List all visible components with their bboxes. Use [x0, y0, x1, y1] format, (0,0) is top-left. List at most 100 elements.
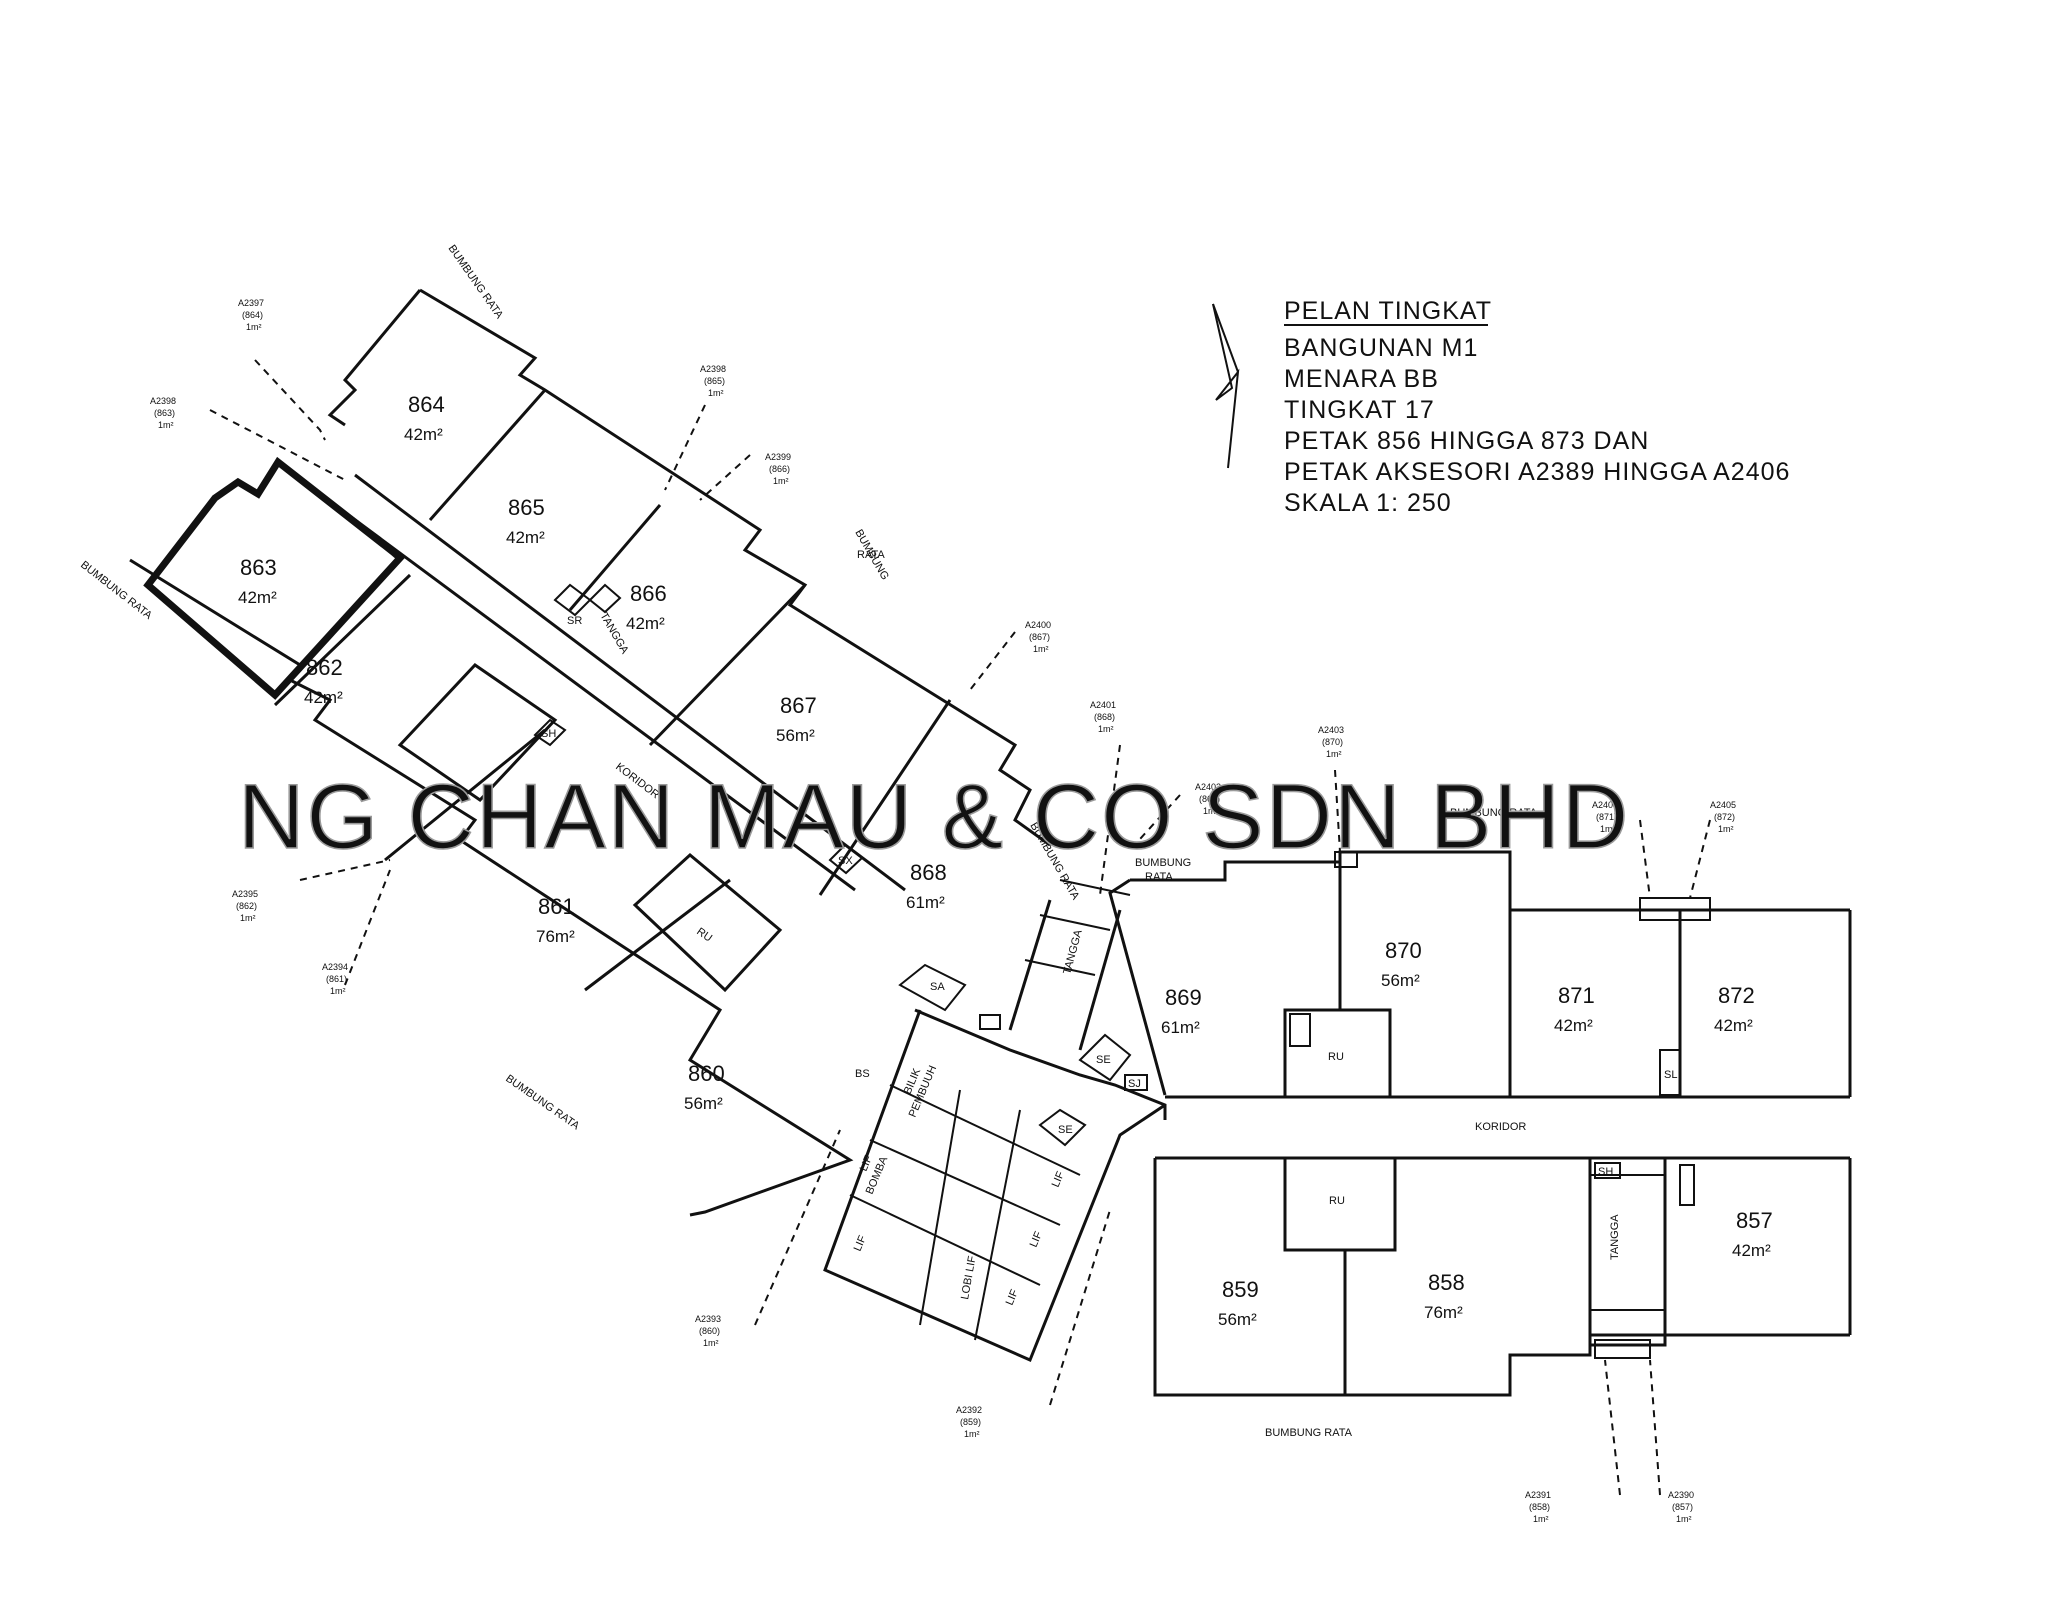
- lot-869-number: 869: [1165, 985, 1202, 1010]
- lot-870-area: 56m²: [1381, 971, 1420, 990]
- lot-859-number: 859: [1222, 1277, 1259, 1302]
- title-line-scale: SKALA 1: 250: [1284, 489, 1452, 517]
- acc-a2404-id: A2404: [1592, 800, 1618, 810]
- lot-868-area: 61m²: [906, 893, 945, 912]
- tangga-label-core: TANGGA: [1061, 928, 1085, 976]
- lot-858-area: 76m²: [1424, 1303, 1463, 1322]
- sx-label: SX: [838, 855, 853, 867]
- lot-866-number: 866: [630, 581, 667, 606]
- lif-label-3: LIF: [1050, 1170, 1067, 1190]
- acc-a2395-area: 1m²: [240, 913, 256, 923]
- acc-a2400-id: A2400: [1025, 620, 1051, 630]
- acc-a2402-area: 1m²: [1203, 806, 1219, 816]
- acc-a2399-area: 1m²: [773, 476, 789, 486]
- acc-a2402-id: A2402: [1195, 782, 1221, 792]
- acc-a2393-area: 1m²: [703, 1338, 719, 1348]
- se-label: SE: [1096, 1054, 1111, 1066]
- acc-a2400-area: 1m²: [1033, 644, 1049, 654]
- acc-a2391-area: 1m²: [1533, 1514, 1549, 1524]
- acc-a2404-area: 1m²: [1600, 824, 1616, 834]
- accessory-lot-labels: A2397 (864) 1m² A2398 (863) 1m² A2398 (8…: [150, 298, 1736, 1524]
- lot-858-number: 858: [1428, 1270, 1465, 1295]
- acc-a2403-ref: (870): [1322, 737, 1343, 747]
- acc-a2401-ref: (868): [1094, 712, 1115, 722]
- lif-label-2: LIF: [852, 1234, 869, 1254]
- sa-label: SA: [930, 981, 945, 993]
- acc-a2394-ref: (861): [326, 974, 347, 984]
- lot-867-area: 56m²: [776, 726, 815, 745]
- bs-label: BS: [855, 1068, 870, 1080]
- plan-heading: PELAN TINGKAT: [1284, 297, 1492, 325]
- lot-867-number: 867: [780, 693, 817, 718]
- koridor-label-east: KORIDOR: [1475, 1121, 1526, 1133]
- title-line-tower: MENARA BB: [1284, 365, 1439, 393]
- lif-label-1: LIF: [858, 1154, 875, 1174]
- lot-870-number: 870: [1385, 938, 1422, 963]
- acc-a2398b-id: A2398: [700, 364, 726, 374]
- acc-a2392-area: 1m²: [964, 1429, 980, 1439]
- lot-860-area: 56m²: [684, 1094, 723, 1113]
- title-line-building: BANGUNAN M1: [1284, 334, 1478, 362]
- lot-872-area: 42m²: [1714, 1016, 1753, 1035]
- lot-865-area: 42m²: [506, 528, 545, 547]
- lot-862-number: 862: [306, 655, 343, 680]
- acc-a2404-ref: (871): [1596, 812, 1617, 822]
- sj-label: SJ: [1128, 1078, 1141, 1090]
- lif-label-4: LIF: [1028, 1230, 1045, 1250]
- lot-871-area: 42m²: [1554, 1016, 1593, 1035]
- bumbung-rata-label-6: BUMBUNG RATA: [1265, 1427, 1353, 1439]
- lot-861-area: 76m²: [536, 927, 575, 946]
- west-wing: [129, 288, 1051, 1217]
- watermark: NG CHAN MAU & CO SDN BHD: [238, 766, 1630, 868]
- acc-a2392-id: A2392: [956, 1405, 982, 1415]
- ru-label-869: RU: [1328, 1051, 1344, 1063]
- acc-a2397-area: 1m²: [246, 322, 262, 332]
- sh-label: SH: [541, 728, 556, 740]
- lot-860-number: 860: [688, 1061, 725, 1086]
- acc-a2397-id: A2397: [238, 298, 264, 308]
- title-line-floor: TINGKAT 17: [1284, 396, 1435, 424]
- lif-label-5: LIF: [1004, 1288, 1021, 1308]
- acc-a2399-id: A2399: [765, 452, 791, 462]
- acc-a2390-id: A2390: [1668, 1490, 1694, 1500]
- lot-862-area: 42m²: [304, 688, 343, 707]
- acc-a2401-id: A2401: [1090, 700, 1116, 710]
- acc-a2405-area: 1m²: [1718, 824, 1734, 834]
- acc-a2398-ref: (863): [154, 408, 175, 418]
- ru-label-858: RU: [1329, 1195, 1345, 1207]
- acc-a2402-ref: (869): [1199, 794, 1220, 804]
- lot-871-number: 871: [1558, 983, 1595, 1008]
- bumbung-rata-label-5: BUMBUNG RATA: [1450, 807, 1538, 819]
- lot-866-area: 42m²: [626, 614, 665, 633]
- lot-872-number: 872: [1718, 983, 1755, 1008]
- title-line-lots: PETAK 856 HINGGA 873 DAN: [1284, 427, 1649, 455]
- lot-863-area: 42m²: [238, 588, 277, 607]
- lot-857-number: 857: [1736, 1208, 1773, 1233]
- acc-a2392-ref: (859): [960, 1417, 981, 1427]
- lift-core: [823, 879, 1167, 1362]
- lobi-lif-label: LOBI LIF: [959, 1255, 979, 1301]
- acc-a2390-area: 1m²: [1676, 1514, 1692, 1524]
- north-arrow-icon: [1212, 303, 1240, 469]
- sh-label-lower: SH: [1598, 1166, 1613, 1178]
- acc-a2403-area: 1m²: [1326, 749, 1342, 759]
- title-block: PELAN TINGKAT BANGUNAN M1 MENARA BB TING…: [1284, 297, 1789, 517]
- acc-a2391-id: A2391: [1525, 1490, 1551, 1500]
- acc-a2393-id: A2393: [695, 1314, 721, 1324]
- lot-864-area: 42m²: [404, 425, 443, 444]
- acc-a2401-area: 1m²: [1098, 724, 1114, 734]
- se-label-2: SE: [1058, 1124, 1073, 1136]
- acc-a2398b-ref: (865): [704, 376, 725, 386]
- rata-label-866: RATA: [857, 549, 885, 561]
- accessory-leaders: [209, 359, 1711, 1496]
- acc-a2400-ref: (867): [1029, 632, 1050, 642]
- acc-a2391-ref: (858): [1529, 1502, 1550, 1512]
- acc-a2398b-area: 1m²: [708, 388, 724, 398]
- lot-labels: 864 42m² 865 42m² 863 42m² 866 42m² 862 …: [238, 392, 1773, 1329]
- acc-a2394-id: A2394: [322, 962, 348, 972]
- east-wing: [1108, 850, 1852, 1397]
- sr-label: SR: [567, 615, 582, 627]
- acc-a2395-id: A2395: [232, 889, 258, 899]
- acc-a2394-area: 1m²: [330, 986, 346, 996]
